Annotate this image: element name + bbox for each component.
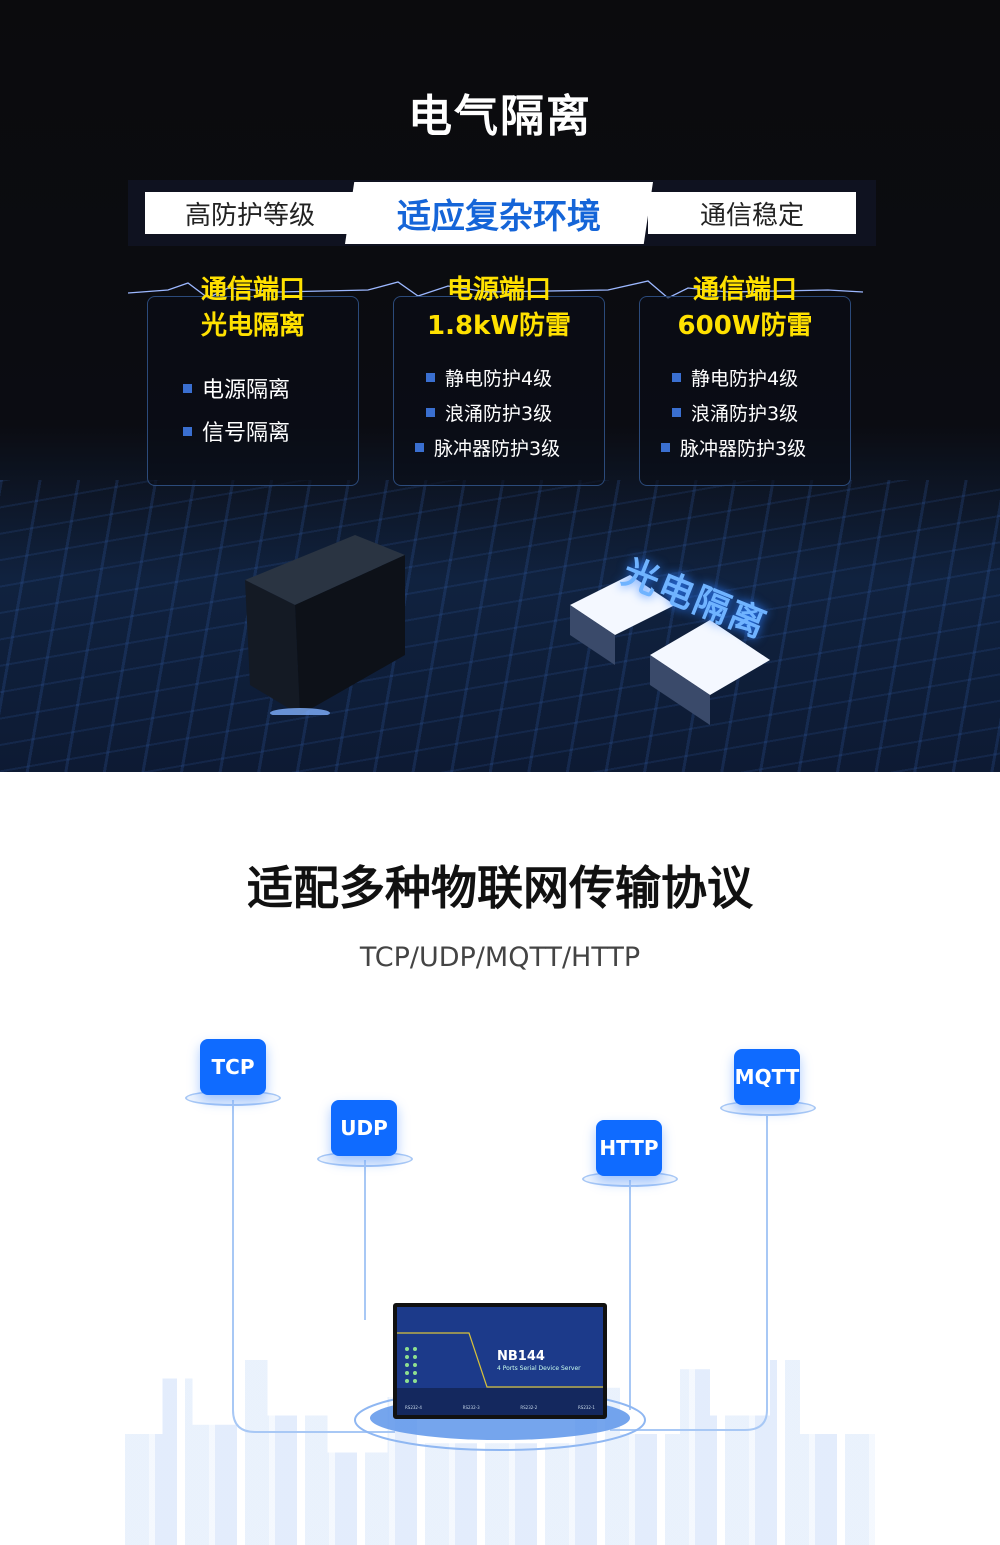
optocoupler-chips-image: [570, 575, 770, 725]
list-item: 静电防护4级: [426, 364, 552, 391]
list-item: 信号隔离: [183, 415, 290, 447]
list-item: 电源隔离: [183, 372, 290, 404]
isolation-block-image: [245, 535, 405, 715]
device-ports: RS232-4 RS232-3 RS232-2 RS232-1: [405, 1405, 595, 1410]
card-comm-port-surge: [639, 296, 851, 486]
card-heading: 电源端口: [446, 275, 551, 305]
card-subheading: 光电隔离: [200, 311, 305, 341]
bullet-icon: [426, 408, 435, 417]
protocol-mqtt: MQTT: [734, 1049, 800, 1105]
bullet-icon: [661, 443, 670, 452]
list-item: 脉冲器防护3级: [661, 434, 806, 461]
nb144-device-image: NB144 4 Ports Serial Device Server RS232…: [393, 1303, 607, 1419]
list-item: 静电防护4级: [672, 364, 798, 391]
bullet-icon: [426, 373, 435, 382]
list-item: 脉冲器防护3级: [415, 434, 560, 461]
circuit-background: [0, 480, 1000, 772]
section-title: 电气隔离: [408, 91, 592, 142]
port-label: RS232-3: [462, 1405, 480, 1410]
port-label: RS232-2: [520, 1405, 538, 1410]
protocols-subtitle: TCP/UDP/MQTT/HTTP: [359, 942, 641, 973]
port-label: RS232-1: [578, 1405, 595, 1410]
card-subheading: 600W防雷: [677, 311, 813, 341]
card-comm-port-isolation: [147, 296, 359, 486]
bullet-icon: [672, 373, 681, 382]
protocol-http: HTTP: [596, 1120, 662, 1176]
tab-stable-communication: 通信稳定: [648, 192, 856, 234]
tab-high-protection: 高防护等级: [145, 192, 355, 234]
bullet-icon: [183, 426, 192, 436]
card-heading: 通信端口: [200, 275, 305, 305]
tab-complex-environment: 适应复杂环境: [345, 182, 653, 244]
protocol-tcp: TCP: [200, 1039, 266, 1095]
bullet-icon: [672, 408, 681, 417]
bullet-icon: [183, 383, 192, 393]
device-model: NB144: [497, 1349, 545, 1364]
lightning-line: [128, 280, 863, 299]
device-front-panel: [397, 1332, 603, 1415]
card-subheading: 1.8kW防雷: [426, 311, 572, 341]
device-description: 4 Ports Serial Device Server: [497, 1365, 581, 1372]
port-label: RS232-4: [405, 1405, 422, 1410]
list-item: 浪涌防护3级: [672, 399, 798, 426]
card-power-port: [393, 296, 605, 486]
protocol-udp: UDP: [331, 1100, 397, 1156]
bullet-icon: [415, 443, 424, 452]
list-item: 浪涌防护3级: [426, 399, 552, 426]
protocols-title: 适配多种物联网传输协议: [247, 861, 753, 915]
card-heading: 通信端口: [692, 275, 797, 305]
electrical-isolation-section: 电气隔离 高防护等级 通信稳定 适应复杂环境 通信端口光电隔离 电源端口 1.8k…: [0, 0, 1000, 772]
